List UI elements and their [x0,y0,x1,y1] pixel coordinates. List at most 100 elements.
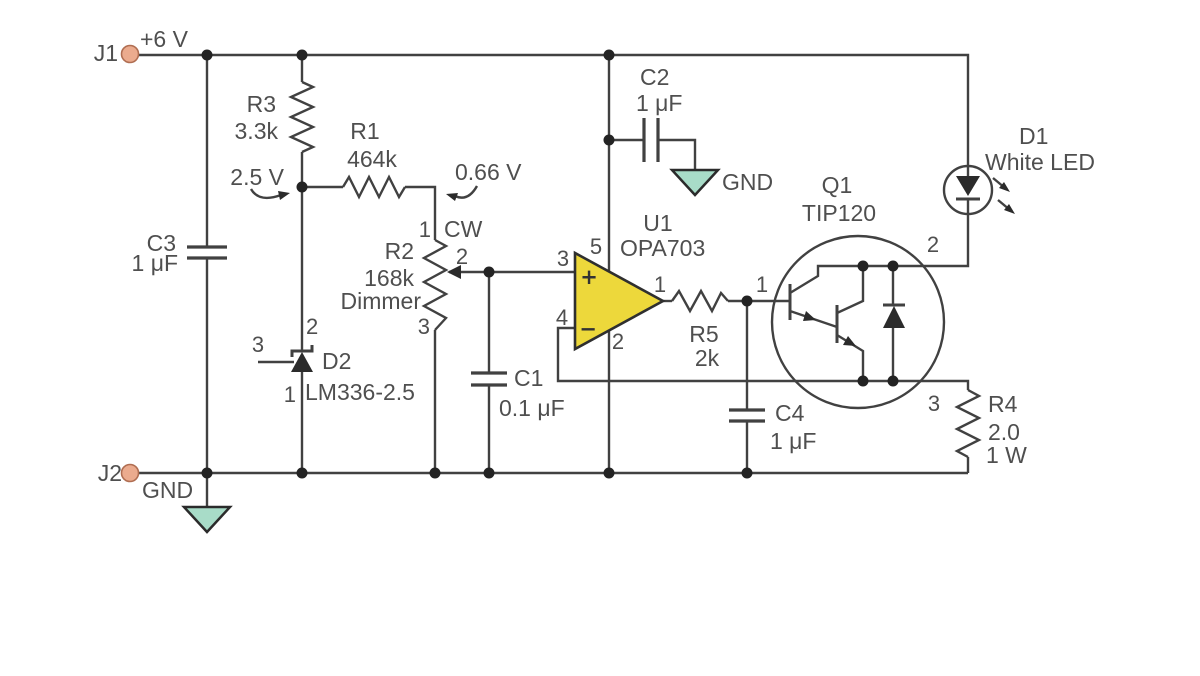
q1-part-label: TIP120 [802,200,876,226]
r5-value-label: 2k [695,345,720,371]
junction-dot [887,260,899,272]
r2-ref-label: R2 [385,238,414,264]
r4-rating-label: 1 W [986,442,1027,468]
r1-ref-label: R1 [350,118,379,144]
r4-value-label: 2.0 [988,419,1020,445]
wire-c2-right [659,138,697,170]
r2-pin3-label: 3 [418,314,430,339]
vset-arrow-curve [454,185,479,199]
c4-ref-label: C4 [775,400,805,426]
vref-arrow-icon [278,191,290,200]
c2-value-label: 1 μF [636,90,682,116]
r2-note-label: Dimmer [341,288,422,314]
q1-outline [770,234,946,410]
q1-pin2-label: 2 [927,232,939,257]
d2-anode-triangle [291,352,313,372]
opamp-plus-sign: + [580,265,598,289]
gnd-symbol-rail-icon [181,505,233,534]
c1-ref-label: C1 [514,365,543,391]
d1-ray-1-arrow-icon [999,182,1010,192]
d1-ray-2-arrow-icon [1004,204,1015,214]
d2-pin2-label: 2 [306,314,318,339]
r2-pin2-label: 2 [456,244,468,269]
resistor-r4-body [954,388,982,459]
q1-diode-triangle [883,306,905,328]
wire-top-rail [139,53,970,166]
j1-voltage-label: +6 V [140,26,189,52]
capacitor-c1-plates [471,371,507,387]
r3-ref-label: R3 [247,91,276,117]
r2-value-label: 168k [364,265,414,291]
r2-pin1-label: 1 [419,217,431,242]
capacitor-c3-plates [187,245,227,260]
junction-dot [429,467,441,479]
q1b-emitter-arrow-icon [843,336,856,346]
c2-ref-label: C2 [640,64,669,90]
junction-dot [296,467,308,479]
ground-symbols [181,168,721,534]
junction-dot [201,49,213,61]
opamp-minus-sign: − [579,317,597,341]
d2-cathode-bar [290,345,314,357]
d1-part-label: White LED [985,149,1095,175]
junction-dot [603,49,615,61]
q1-ref-label: Q1 [822,172,853,198]
terminal-j2 [120,463,140,483]
junction-dot [603,467,615,479]
gnd-symbol-c2-icon [669,168,721,197]
u1-pin5-label: 5 [590,234,602,259]
j1-label: J1 [94,40,118,66]
opamp-triangle [573,250,666,352]
u1-part-label: OPA703 [620,235,705,261]
junction-dot [857,375,869,387]
d2-pin1-label: 1 [284,382,296,407]
junction-dots [201,49,899,479]
j2-net-label: GND [142,477,193,503]
r1-value-label: 464k [347,146,397,172]
reference-d2-symbol [290,345,314,372]
r5-ref-label: R5 [689,321,718,347]
resistor-bodies [288,80,982,459]
junction-dot [483,266,495,278]
wire-feedback [556,326,970,390]
vref-arrow-curve [249,188,282,200]
d1-triangle [956,176,980,196]
junction-dot [887,375,899,387]
u1-pin1-label: 1 [654,272,666,297]
d2-ref-label: D2 [322,348,351,374]
led-d1-symbol [942,164,1015,216]
wire-r1-right [405,185,437,240]
vref-label: 2.5 V [230,164,284,190]
d2-pin3-label: 3 [252,332,264,357]
c2-gnd-label: GND [722,169,773,195]
junction-dot [296,181,308,193]
capacitor-bodies [187,118,765,423]
q1a-emitter-arrow-icon [803,311,816,321]
u1-pin3-label: 3 [557,246,569,271]
wire-collector-to-led [789,214,970,295]
r3-value-label: 3.3k [235,118,279,144]
opamp-u1-symbol: + − [573,250,666,352]
transistor-q1-symbol [770,234,946,410]
wiper-arrow-icon [447,265,461,279]
r4-ref-label: R4 [988,391,1018,417]
junction-dot [741,467,753,479]
capacitor-c2-plates [642,118,660,162]
c3-value-label: 1 μF [132,250,178,276]
vset-arrow-icon [446,193,458,201]
j2-label: J2 [98,460,122,486]
junction-dot [201,467,213,479]
r2-cw-label: CW [444,216,483,242]
terminal-j1 [120,44,140,64]
resistor-r5-body [671,288,729,314]
d2-part-label: LM336-2.5 [305,379,415,405]
u1-ref-label: U1 [643,210,672,236]
vset-label: 0.66 V [455,159,522,185]
q1b-collector [836,266,865,315]
labels: J1 +6 V J2 GND C3 1 μF R3 3.3k 2.5 V 0.6… [94,26,1095,503]
u1-pin2-label: 2 [612,329,624,354]
d1-ref-label: D1 [1019,123,1048,149]
junction-dot [603,134,615,146]
